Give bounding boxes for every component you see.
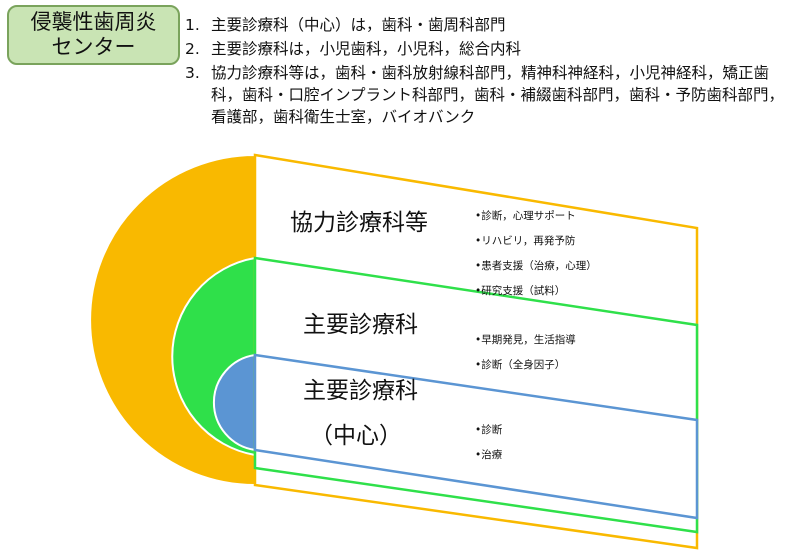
inner-layer-sublabel: （中心）: [310, 423, 402, 449]
outer-bullet: •診断，心理サポート: [475, 209, 576, 222]
list-text: 主要診療科は，小児歯科，小児科，総合内科: [211, 40, 522, 58]
inner-layer-panel: [253, 353, 699, 520]
list-text: 協力診療科等は，歯科・歯科放射線科部門，精神科神経科，小児神経科，矯正歯科，歯科…: [211, 64, 785, 126]
list-item: 2. 主要診療科は，小児歯科，小児科，総合内科: [185, 38, 795, 60]
inner-bullet: •診断: [475, 423, 503, 436]
list-number: 1.: [185, 16, 200, 34]
middle-bullet: •診断（全身因子）: [475, 358, 565, 371]
outer-bullet: •患者支援（治療，心理）: [475, 259, 597, 272]
outer-bullet: •研究支援（試料）: [475, 284, 565, 297]
list-number: 3.: [185, 64, 200, 82]
inner-bullet: •治療: [475, 448, 503, 461]
inner-layer-label: 主要診療科: [303, 378, 418, 404]
list-item: 1. 主要診療科（中心）は，歯科・歯周科部門: [185, 14, 795, 36]
inner-half-circle: [212, 353, 256, 452]
outer-layer-label: 協力診療科等: [290, 210, 428, 236]
department-list: 1. 主要診療科（中心）は，歯科・歯周科部門 2. 主要診療科は，小児歯科，小児…: [185, 14, 795, 130]
outer-bullet: •リハビリ，再発予防: [475, 234, 575, 247]
list-number: 2.: [185, 40, 200, 58]
list-item: 3. 協力診療科等は，歯科・歯科放射線科部門，精神科神経科，小児神経科，矯正歯科…: [185, 62, 795, 128]
list-text: 主要診療科（中心）は，歯科・歯周科部門: [211, 16, 506, 34]
title-box: 侵襲性歯周炎 センター: [7, 5, 180, 65]
middle-bullet: •早期発見，生活指導: [475, 333, 576, 346]
title-line-1: 侵襲性歯周炎: [30, 9, 157, 34]
title-line-2: センター: [51, 35, 136, 59]
middle-layer-label: 主要診療科: [303, 312, 418, 338]
